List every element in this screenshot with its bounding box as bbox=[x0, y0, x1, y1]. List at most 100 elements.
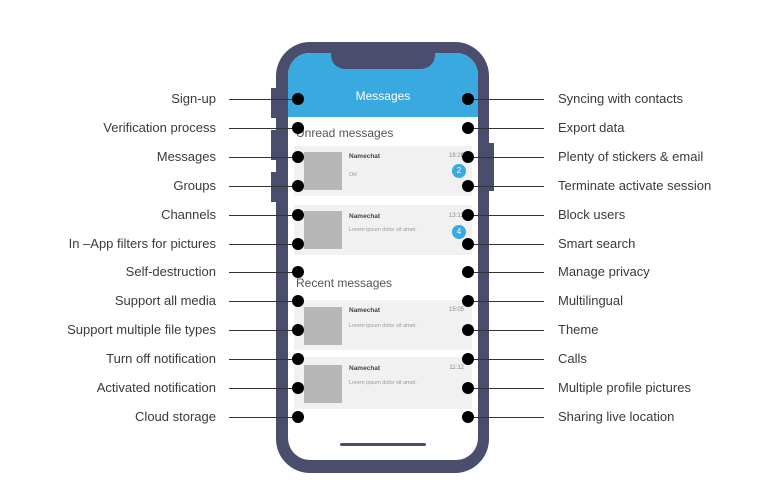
chat-card[interactable]: Namechat 15:05 Lorem ipsum dolor sit ame… bbox=[294, 300, 472, 350]
connector-dot bbox=[292, 411, 304, 423]
chat-time: 13:12 bbox=[448, 213, 464, 219]
connector-dot bbox=[292, 180, 304, 192]
feature-label-right: Syncing with contacts bbox=[558, 91, 684, 106]
connector-dot bbox=[462, 238, 474, 250]
phone-side-button-2 bbox=[271, 130, 277, 160]
unread-badge: 4 bbox=[452, 225, 466, 239]
home-indicator bbox=[340, 443, 426, 446]
connector-line bbox=[468, 244, 544, 245]
connector-dot bbox=[292, 122, 304, 134]
feature-label-left: Sign-up bbox=[171, 91, 216, 106]
connector-line bbox=[229, 301, 299, 302]
connector-line bbox=[229, 128, 299, 129]
connector-dot bbox=[462, 382, 474, 394]
feature-label-right: Manage privacy bbox=[558, 264, 650, 279]
feature-label-left: Activated notification bbox=[96, 380, 216, 395]
chat-name: Namechat bbox=[349, 365, 381, 372]
connector-line bbox=[468, 330, 544, 331]
connector-line bbox=[229, 215, 299, 216]
feature-label-right: Calls bbox=[558, 351, 587, 366]
feature-label-left: Cloud storage bbox=[135, 409, 216, 424]
chat-message: Ok! bbox=[349, 172, 358, 178]
connector-dot bbox=[462, 151, 474, 163]
connector-dot bbox=[462, 93, 474, 105]
connector-dot bbox=[292, 151, 304, 163]
connector-line bbox=[229, 388, 299, 389]
connector-dot bbox=[292, 382, 304, 394]
connector-line bbox=[468, 272, 544, 273]
avatar bbox=[304, 211, 342, 249]
connector-line bbox=[468, 215, 544, 216]
chat-name: Namechat bbox=[349, 153, 381, 160]
recent-heading: Recent messages bbox=[296, 276, 393, 290]
app-header-title: Messages bbox=[355, 89, 411, 103]
feature-label-left: Turn off notification bbox=[106, 351, 216, 366]
chat-message: Lorem ipsum dolor sit amet. bbox=[349, 227, 417, 233]
feature-label-left: Support multiple file types bbox=[67, 322, 216, 337]
connector-dot bbox=[292, 295, 304, 307]
connector-line bbox=[468, 359, 544, 360]
connector-line bbox=[468, 417, 544, 418]
feature-label-left: Messages bbox=[156, 149, 216, 164]
phone-power-button bbox=[488, 143, 494, 191]
connector-dot bbox=[292, 209, 304, 221]
feature-label-right: Sharing live location bbox=[558, 409, 675, 424]
chat-name: Namechat bbox=[349, 307, 381, 314]
connector-dot bbox=[462, 180, 474, 192]
connector-dot bbox=[292, 266, 304, 278]
feature-label-left: Self-destruction bbox=[125, 264, 216, 279]
connector-line bbox=[468, 128, 544, 129]
chat-message: Lorem ipsum dolor sit amet. bbox=[349, 380, 417, 386]
connector-line bbox=[468, 301, 544, 302]
avatar bbox=[304, 152, 342, 190]
chat-time: 15:05 bbox=[448, 307, 464, 313]
connector-dot bbox=[462, 266, 474, 278]
avatar bbox=[304, 307, 342, 345]
feature-label-right: Smart search bbox=[558, 236, 636, 251]
connector-line bbox=[229, 330, 299, 331]
avatar bbox=[304, 365, 342, 403]
phone-side-button-1 bbox=[271, 88, 277, 118]
phone-notch bbox=[331, 53, 435, 69]
connector-line bbox=[229, 244, 299, 245]
chat-card[interactable]: Namechat 11:12 Lorem ipsum dolor sit ame… bbox=[294, 357, 472, 409]
feature-label-right: Export data bbox=[558, 120, 625, 135]
connector-line bbox=[229, 186, 299, 187]
connector-dot bbox=[462, 353, 474, 365]
feature-label-right: Multiple profile pictures bbox=[558, 380, 691, 395]
connector-line bbox=[229, 359, 299, 360]
connector-dot bbox=[292, 324, 304, 336]
feature-label-right: Theme bbox=[558, 322, 599, 337]
chat-time: 11:12 bbox=[449, 365, 464, 371]
feature-label-right: Block users bbox=[558, 207, 626, 222]
chat-time: 18:28 bbox=[448, 153, 464, 159]
connector-line bbox=[229, 417, 299, 418]
connector-dot bbox=[462, 411, 474, 423]
connector-line bbox=[229, 272, 299, 273]
connector-line bbox=[468, 157, 544, 158]
chat-name: Namechat bbox=[349, 213, 381, 220]
app-header: Messages bbox=[288, 53, 478, 117]
feature-label-right: Multilingual bbox=[558, 293, 624, 308]
chat-message: Lorem ipsum dolor sit amet. bbox=[349, 323, 417, 329]
feature-label-left: Verification process bbox=[103, 120, 216, 135]
feature-label-left: In –App filters for pictures bbox=[68, 236, 216, 251]
phone-screen: Messages Unread messages Namechat 18:28 … bbox=[288, 53, 478, 460]
connector-line bbox=[229, 99, 299, 100]
phone-side-button-3 bbox=[271, 172, 277, 202]
feature-label-right: Plenty of stickers & email bbox=[558, 149, 704, 164]
connector-dot bbox=[292, 238, 304, 250]
connector-line bbox=[468, 186, 544, 187]
connector-dot bbox=[462, 122, 474, 134]
connector-dot bbox=[292, 93, 304, 105]
connector-dot bbox=[462, 209, 474, 221]
chat-card[interactable]: Namechat 18:28 Ok! 2 bbox=[294, 146, 472, 196]
connector-line bbox=[468, 388, 544, 389]
connector-dot bbox=[292, 353, 304, 365]
unread-heading: Unread messages bbox=[296, 126, 394, 140]
feature-label-left: Channels bbox=[161, 207, 216, 222]
feature-label-right: Terminate activate session bbox=[558, 178, 712, 193]
connector-dot bbox=[462, 324, 474, 336]
chat-card[interactable]: Namechat 13:12 Lorem ipsum dolor sit ame… bbox=[294, 205, 472, 255]
feature-label-left: Groups bbox=[173, 178, 216, 193]
